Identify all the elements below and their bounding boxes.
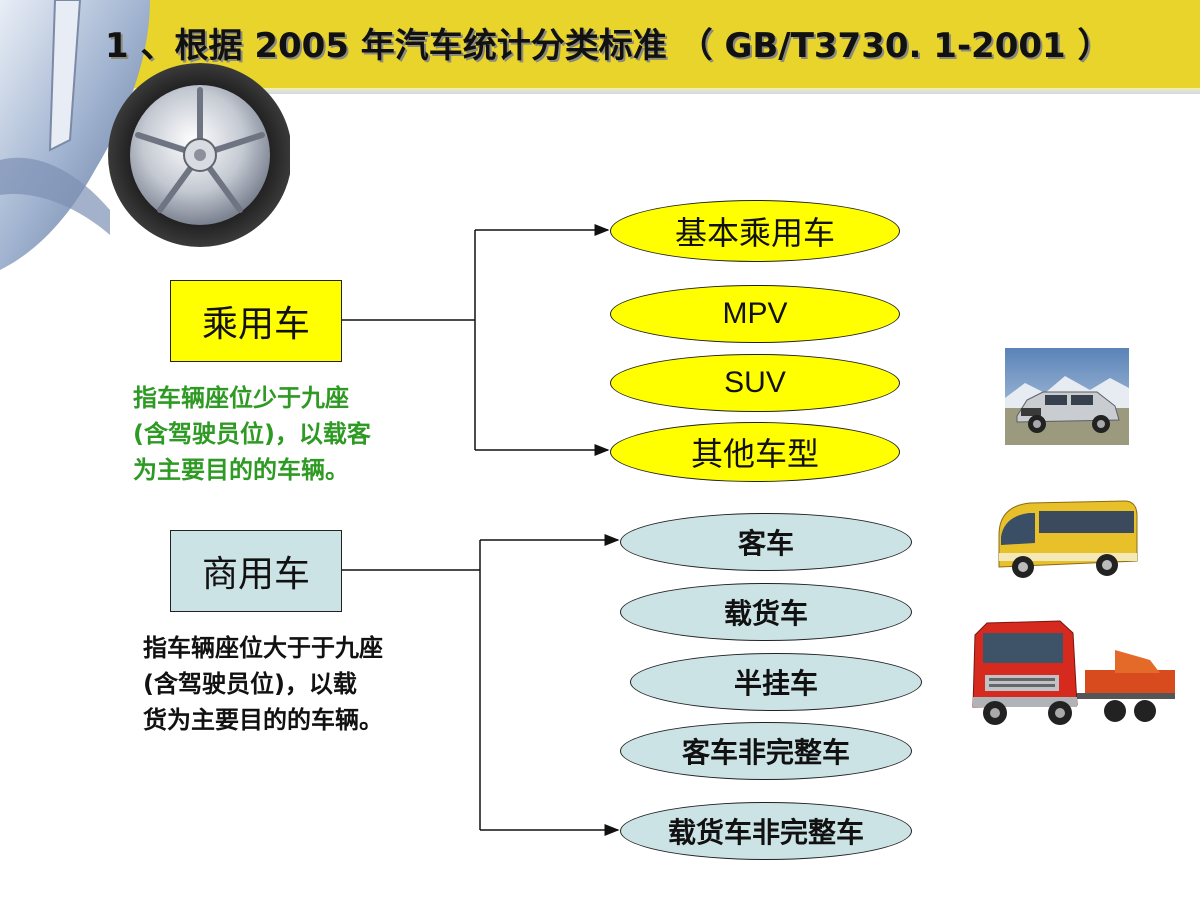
passenger-car-box: 乘用车 bbox=[170, 280, 342, 362]
suv-photo bbox=[1005, 348, 1129, 445]
commercial-type-semitrailer: 半挂车 bbox=[630, 653, 922, 711]
passenger-car-description: 指车辆座位少于九座 (含驾驶员位)，以载客 为主要目的的车辆。 bbox=[133, 380, 371, 488]
passenger-type-label: MPV bbox=[722, 297, 788, 330]
passenger-car-label: 乘用车 bbox=[201, 304, 310, 345]
passenger-type-suv: SUV bbox=[610, 354, 900, 412]
description-line: 指车辆座位大于于九座 bbox=[143, 634, 383, 662]
header-divider bbox=[0, 88, 1200, 94]
commercial-type-label: 客车 bbox=[737, 527, 794, 560]
description-line: 货为主要目的的车辆。 bbox=[143, 706, 383, 734]
commercial-type-incomplete-bus: 客车非完整车 bbox=[620, 722, 912, 780]
page-title: 1 、根据 2005 年汽车统计分类标准 （ GB/T3730. 1-2001 … bbox=[105, 26, 1112, 66]
commercial-vehicle-description: 指车辆座位大于于九座 (含驾驶员位)，以载 货为主要目的的车辆。 bbox=[143, 630, 383, 738]
passenger-type-other: 其他车型 bbox=[610, 422, 900, 482]
commercial-vehicle-box: 商用车 bbox=[170, 530, 342, 612]
commercial-type-label: 载货车 bbox=[723, 597, 808, 630]
description-line: 为主要目的的车辆。 bbox=[133, 456, 349, 484]
car-wheel-image bbox=[0, 0, 290, 270]
commercial-type-bus: 客车 bbox=[620, 513, 912, 571]
commercial-type-incomplete-truck: 载货车非完整车 bbox=[620, 802, 912, 860]
passenger-type-label: 其他车型 bbox=[690, 435, 819, 473]
passenger-type-mpv: MPV bbox=[610, 285, 900, 343]
commercial-type-label: 半挂车 bbox=[733, 667, 818, 700]
commercial-vehicle-label: 商用车 bbox=[201, 554, 310, 595]
description-line: (含驾驶员位)，以载 bbox=[143, 670, 357, 698]
passenger-type-label: 基本乘用车 bbox=[674, 214, 835, 252]
commercial-type-label: 载货车非完整车 bbox=[667, 816, 864, 849]
description-line: (含驾驶员位)，以载客 bbox=[133, 420, 371, 448]
description-line: 指车辆座位少于九座 bbox=[133, 384, 349, 412]
truck-photo bbox=[972, 620, 1175, 725]
bus-photo bbox=[998, 500, 1138, 578]
passenger-type-basic: 基本乘用车 bbox=[610, 200, 900, 262]
passenger-type-label: SUV bbox=[724, 366, 786, 399]
commercial-type-label: 客车非完整车 bbox=[681, 736, 850, 769]
commercial-type-truck: 载货车 bbox=[620, 583, 912, 641]
